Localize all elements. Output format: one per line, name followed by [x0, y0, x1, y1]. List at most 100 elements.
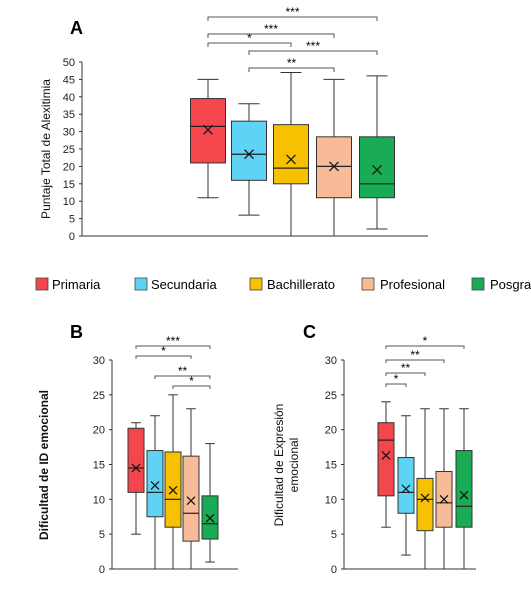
box-iqr	[146, 450, 164, 518]
box-profesional	[435, 408, 453, 570]
y-tick-label: 10	[325, 494, 337, 506]
bracket-line	[207, 16, 378, 21]
mean-marker	[150, 480, 160, 490]
mean-marker	[168, 485, 178, 495]
bracket-line	[172, 385, 211, 389]
significance-bracket: **	[248, 56, 335, 72]
y-tick-label: 25	[93, 390, 105, 402]
significance-label: **	[401, 361, 411, 375]
mean-marker	[205, 513, 215, 523]
y-tick-label: 40	[63, 92, 75, 104]
bracket-line	[154, 375, 211, 379]
bracket-line	[248, 67, 335, 72]
legend-swatch	[471, 277, 485, 291]
y-tick-label: 45	[63, 74, 75, 86]
y-axis-label: Dificultad de ID emocional	[37, 390, 51, 540]
y-tick-label: 25	[63, 144, 75, 156]
box-profesional	[182, 408, 200, 570]
box-iqr	[397, 457, 415, 514]
significance-bracket: ***	[207, 5, 378, 21]
significance-label: ***	[166, 334, 180, 348]
bracket-line	[385, 359, 445, 363]
box-bachillerato	[164, 394, 182, 570]
mean-marker	[329, 161, 339, 172]
mean-marker	[381, 451, 391, 460]
significance-label: **	[287, 56, 297, 70]
y-tick-label: 25	[325, 390, 337, 402]
legend-item-posgrado: Posgrado	[471, 277, 531, 292]
significance-label: *	[189, 374, 194, 388]
mean-marker	[420, 493, 430, 503]
significance-bracket: **	[385, 348, 445, 363]
significance-bracket: *	[385, 372, 407, 387]
bracket-line	[248, 50, 378, 55]
box-iqr	[190, 98, 226, 164]
significance-bracket: *	[135, 344, 192, 359]
panel-label: A	[70, 18, 83, 38]
legend-swatch	[134, 277, 148, 291]
box-bachillerato	[273, 71, 309, 237]
y-tick-label: 0	[69, 231, 75, 243]
bracket-line	[385, 383, 407, 387]
significance-label: ***	[264, 22, 278, 36]
box-iqr	[127, 427, 145, 493]
y-axis-label: Dificultad de Expresiónemocional	[272, 404, 301, 527]
bracket-line	[135, 355, 192, 359]
legend-label: Bachillerato	[267, 277, 335, 292]
panel-label: C	[303, 322, 316, 342]
y-axis-label-line: emocional	[287, 438, 301, 493]
mean-marker	[459, 490, 469, 500]
bracket-line	[385, 372, 426, 376]
significance-label: ***	[306, 39, 320, 53]
y-tick-label: 15	[93, 460, 105, 472]
significance-bracket: **	[385, 361, 426, 376]
y-tick-label: 30	[93, 355, 105, 367]
y-tick-label: 10	[63, 196, 75, 208]
box-primaria	[190, 78, 226, 199]
y-tick-label: 15	[63, 179, 75, 191]
box-iqr	[182, 455, 200, 542]
significance-label: **	[178, 364, 188, 378]
y-tick-label: 10	[93, 494, 105, 506]
significance-bracket: ***	[207, 22, 335, 38]
bracket-line	[385, 345, 465, 349]
legend-item-bachillerato: Bachillerato	[249, 277, 335, 292]
box-iqr	[416, 477, 434, 532]
box-posgrado	[201, 443, 219, 563]
mean-marker	[401, 484, 411, 494]
y-axis-label: Puntaje Total de Alexitimia	[39, 79, 53, 219]
legend-label: Primaria	[52, 277, 101, 292]
y-tick-label: 30	[63, 127, 75, 139]
panel-label: B	[70, 322, 83, 342]
significance-label: *	[423, 334, 428, 348]
legend-swatch	[249, 277, 263, 291]
bracket-line	[207, 33, 335, 38]
significance-label: *	[247, 31, 252, 45]
box-iqr	[377, 422, 395, 497]
box-posgrado	[455, 408, 473, 570]
legend-label: Posgrado	[490, 277, 531, 292]
box-iqr	[359, 136, 395, 199]
significance-label: ***	[285, 5, 299, 19]
significance-bracket: *	[385, 334, 465, 349]
box-iqr	[273, 124, 309, 185]
y-tick-label: 20	[325, 425, 337, 437]
mean-marker	[439, 494, 449, 504]
significance-bracket: *	[172, 374, 211, 389]
significance-label: *	[394, 372, 399, 386]
significance-label: **	[410, 348, 420, 362]
mean-marker	[186, 496, 196, 506]
box-posgrado	[359, 75, 395, 230]
bracket-line	[135, 345, 211, 349]
box-primaria	[377, 401, 395, 528]
y-tick-label: 0	[99, 564, 105, 576]
y-tick-label: 15	[325, 460, 337, 472]
y-tick-label: 5	[331, 529, 337, 541]
mean-marker	[372, 164, 382, 175]
box-profesional	[316, 78, 352, 237]
mean-marker	[203, 124, 213, 135]
significance-label: *	[161, 344, 166, 358]
